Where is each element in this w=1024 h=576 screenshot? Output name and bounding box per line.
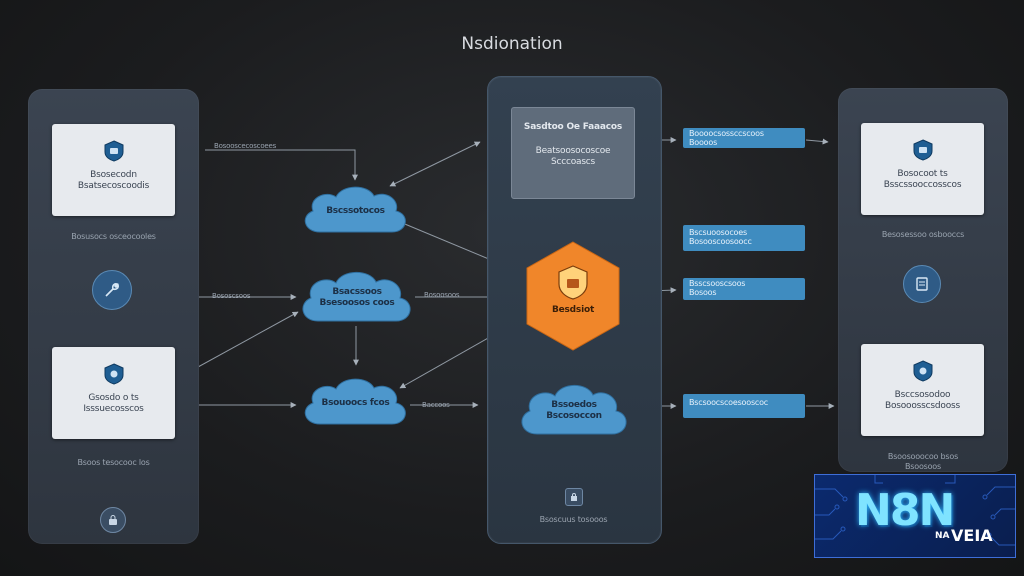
status-bar-2: Bscsuoosocoes Bosooscoosoocc	[683, 225, 805, 251]
circuit-pattern	[815, 475, 1015, 546]
center-caption: Bsoscuus tosooos	[539, 515, 608, 524]
right-caption-2: Bsoosooocoo bsos Bsoosoos	[887, 452, 959, 471]
logo-na-text: NA	[935, 531, 950, 541]
cloud-2-label: Bsacssoos Bsesoosos coos	[319, 287, 395, 308]
right-caption-1: Besosessoo osbooccs	[881, 230, 965, 239]
logo-n8n-text: N8N	[855, 485, 955, 536]
center-bottom-icon	[565, 488, 583, 506]
status-bar-3: Bsscsooscsoos Bosoos	[683, 278, 805, 300]
right-bottom-card: Bsccsosodoo Bosooosscsdooss	[861, 344, 984, 436]
document-icon	[916, 277, 928, 291]
edge-label-2: Bososcsoos	[212, 292, 251, 300]
center-top-box: Sasdtoo Oe Faaacos Beatsoosocoscoe Sccco…	[511, 107, 635, 199]
shield-icon	[913, 139, 932, 161]
center-cloud-node: Bssoedos Bscosoccon	[515, 378, 633, 444]
center-cloud-label: Bssoedos Bscosoccon	[546, 400, 602, 421]
cloud-1-label: Bscssotocos	[326, 205, 385, 216]
cloud-node-1: Bscssotocos	[298, 180, 413, 242]
shield-icon	[104, 140, 123, 162]
left-top-card-text: Bsosecodn Bsatsecoscoodis	[77, 170, 150, 191]
lock-icon	[571, 493, 577, 501]
left-caption-1: Bosusocs osceocooles	[71, 232, 156, 241]
status-bar-1: Boooocsossccscoos Boooos	[683, 128, 805, 148]
right-tool-icon	[903, 265, 941, 303]
left-bottom-card: Gsosdo o ts Isssuecosscos	[52, 347, 175, 439]
right-bottom-card-text: Bsccsosodoo Bosooosscsdooss	[884, 390, 960, 411]
left-tool-icon	[92, 270, 132, 310]
diagram-title: Nsdionation	[461, 34, 563, 54]
hexagon-label: Besdsiot	[551, 305, 595, 315]
center-box-title: Sasdtoo Oe Faaacos	[523, 122, 623, 132]
left-bottom-card-text: Gsosdo o ts Isssuecosscos	[83, 393, 144, 414]
left-top-card: Bsosecodn Bsatsecoscoodis	[52, 124, 175, 216]
right-top-card: Bosocoot ts Bsscssooccosscos	[861, 123, 984, 215]
right-top-card-text: Bosocoot ts Bsscssooccosscos	[883, 169, 962, 190]
cloud-node-3: Bsouoocs fcos	[298, 372, 413, 434]
n8n-na-veia-logo: N8N NA VEIA	[814, 474, 1016, 558]
center-box-text: Beatsoosocoscoe Scccoascs	[535, 146, 611, 167]
cloud-node-2: Bsacssoos Bsesoosos coos	[296, 265, 418, 331]
cloud-3-label: Bsouoocs fcos	[321, 397, 390, 408]
shield-badge-icon	[558, 265, 588, 300]
edge-label-3: Bosoosoos	[424, 291, 460, 299]
lock-icon	[109, 515, 117, 525]
edge-label-4: Baccoos	[422, 401, 450, 409]
left-bottom-icon	[100, 507, 126, 533]
logo-veia-text: VEIA	[951, 526, 993, 545]
left-caption-2: Bsoos tesocooc los	[77, 458, 150, 467]
edge-label-1: Bosooscecoscoees	[214, 142, 277, 150]
shield-icon	[913, 360, 932, 382]
hexagon-node	[526, 241, 620, 351]
status-bar-4: Bscsoocscoesooscoc	[683, 394, 805, 418]
wrench-icon	[105, 283, 119, 297]
shield-icon	[104, 363, 123, 385]
